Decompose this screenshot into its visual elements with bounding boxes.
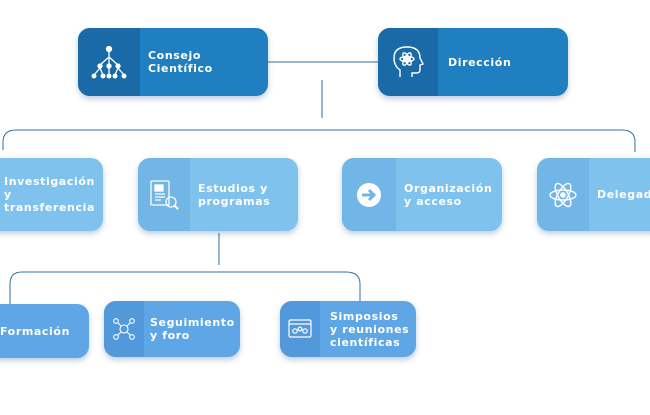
estudios-label: Estudios y programas [198, 181, 271, 208]
direccion-box: Dirección [378, 28, 568, 96]
presentation-board-icon [280, 301, 320, 357]
delegados-label: Delegados [597, 188, 650, 201]
head-atom-icon [378, 28, 438, 96]
document-search-icon [138, 158, 190, 231]
organizacion-label: Organización y acceso [404, 181, 493, 208]
simposios-box: Simposios y reuniones científicas [280, 301, 416, 357]
investigacion-label: Investigación y transferencia [4, 175, 95, 214]
seguimiento-box: Seguimiento y foro [104, 301, 240, 357]
atom-icon [537, 158, 589, 231]
formacion-box: Formación [0, 304, 89, 358]
consejo-cientifico-box: Consejo Científico [78, 28, 268, 96]
login-arrow-icon [342, 158, 396, 231]
network-nodes-icon [104, 301, 144, 357]
hierarchy-network-icon [78, 28, 140, 96]
simposios-label: Simposios y reuniones científicas [330, 309, 410, 349]
formacion-label: Formación [0, 324, 71, 338]
consejo-cientifico-label: Consejo Científico [148, 49, 213, 75]
investigacion-box: Investigación y transferencia [0, 158, 103, 231]
estudios-box: Estudios y programas [138, 158, 298, 231]
delegados-box: Delegados [537, 158, 650, 231]
seguimiento-label: Seguimiento y foro [150, 316, 235, 342]
direccion-label: Dirección [448, 55, 512, 69]
organizacion-box: Organización y acceso [342, 158, 502, 231]
